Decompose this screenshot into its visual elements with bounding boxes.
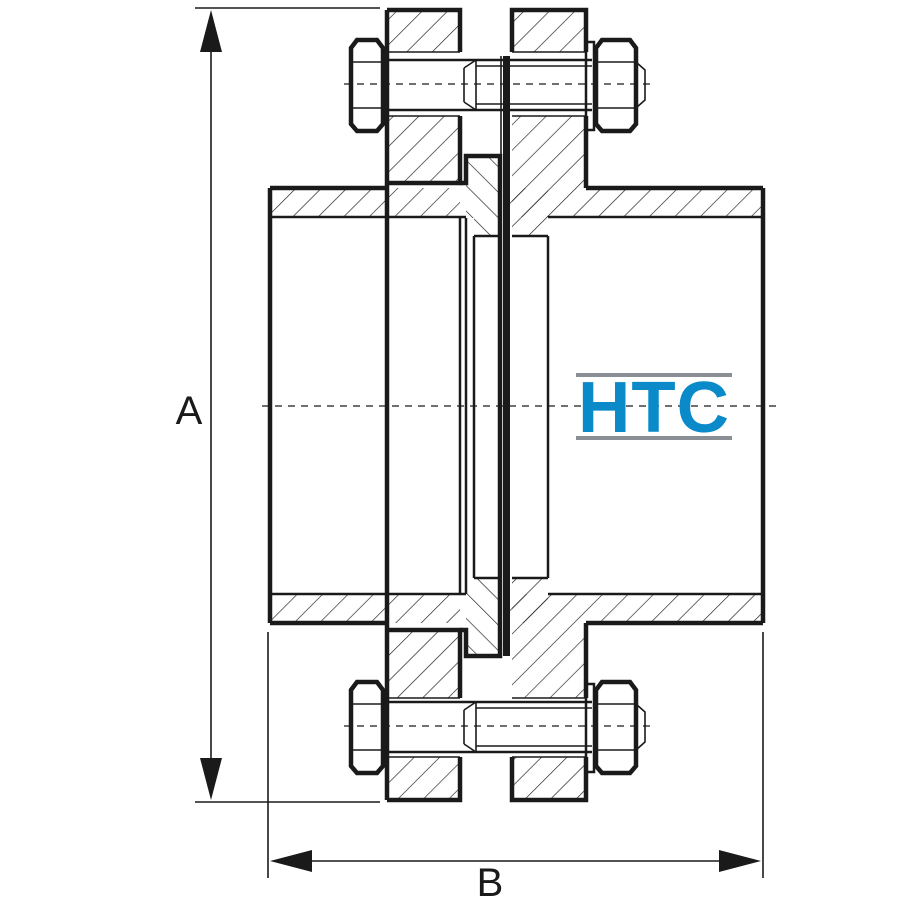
arrow-up-icon (200, 10, 222, 52)
top-bolt (344, 37, 650, 134)
arrow-down-icon (200, 758, 222, 800)
left-flange (387, 10, 460, 800)
logo-text: HTC (578, 368, 730, 448)
nut-icon (593, 37, 639, 134)
bottom-bolt (344, 679, 650, 776)
seal-disc (500, 56, 510, 656)
arrow-left-icon (270, 850, 312, 872)
bolt-head-icon (348, 679, 386, 776)
right-flange (512, 10, 586, 800)
logo-bar-top (576, 373, 732, 377)
dimension-b: B (267, 632, 764, 900)
htc-logo: HTC (576, 368, 732, 448)
logo-bar-bottom (576, 436, 732, 440)
dimension-label-a: A (176, 389, 203, 433)
gasket-ring (466, 156, 500, 656)
nut-icon (593, 679, 639, 776)
pipe-wall-bottom (270, 594, 763, 623)
dimension-a: A (176, 7, 380, 803)
arrow-right-icon (719, 850, 761, 872)
pipe-wall-top (270, 188, 763, 217)
pipe-body-outline (267, 185, 766, 626)
bolt-head-icon (348, 37, 386, 134)
dimension-label-b: B (477, 861, 504, 900)
gasket-outline (460, 153, 503, 659)
